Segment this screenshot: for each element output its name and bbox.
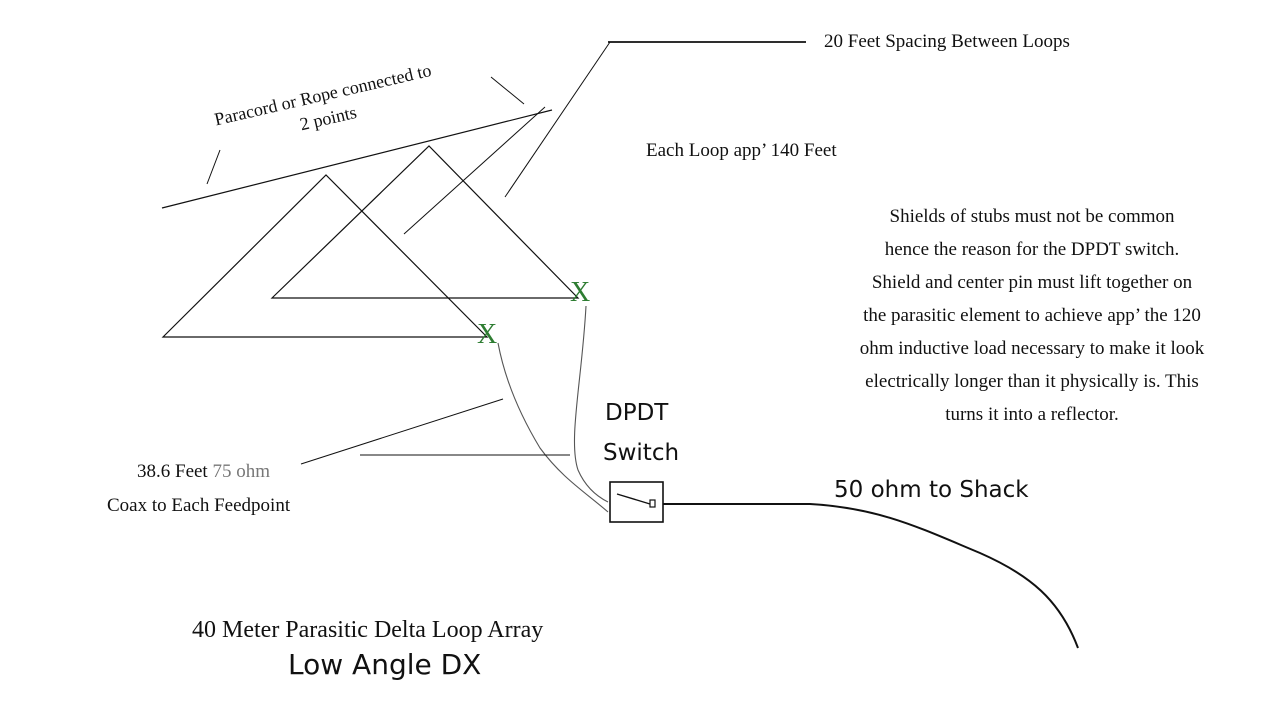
dpdt-label-line2: Switch [603, 440, 680, 466]
dpdt-switch-contact [649, 499, 656, 508]
note-line: electrically longer than it physically i… [865, 371, 1199, 392]
dpdt-switch-box [609, 481, 664, 523]
coax-rear-loop [573, 305, 609, 503]
feedline-to-shack [663, 503, 1079, 649]
feedpoint-mark-rear: X [570, 277, 591, 308]
loop-length-label: Each Loop app’ 140 Feet [646, 140, 837, 161]
paracord-line [161, 109, 553, 209]
note-line: Shields of stubs must not be common [889, 206, 1175, 227]
dpdt-label-line1: DPDT [605, 400, 669, 426]
paracord-tick-right [490, 76, 525, 105]
feedpoint-mark-front: X [477, 319, 498, 350]
spacing-pointer-1 [504, 41, 611, 198]
note-line: hence the reason for the DPDT switch. [884, 239, 1180, 260]
coax-length: 38.6 Feet [137, 461, 208, 482]
coax-label-line2: Coax to Each Feedpoint [107, 495, 291, 516]
note-line: the parasitic element to achieve app’ th… [863, 305, 1201, 326]
note-line: ohm inductive load necessary to make it … [859, 338, 1205, 359]
coax-leader-1 [300, 398, 504, 465]
diagram-subtitle: Low Angle DX [288, 648, 482, 681]
shack-feedline-label: 50 ohm to Shack [834, 477, 1029, 503]
note-line: Shield and center pin must lift together… [871, 272, 1193, 293]
coax-impedance: 75 ohm [212, 461, 270, 482]
delta-loop-front [161, 174, 489, 338]
switch-explanation-note: Shields of stubs must not be common henc… [812, 200, 1252, 431]
spacing-label: 20 Feet Spacing Between Loops [824, 31, 1070, 52]
note-line: turns it into a reflector. [945, 404, 1119, 425]
delta-loop-rear [270, 145, 580, 299]
diagram-title: 40 Meter Parasitic Delta Loop Array [192, 617, 544, 643]
paracord-tick-left [206, 149, 221, 185]
dpdt-switch-lever [616, 493, 651, 505]
coax-front-loop [497, 342, 609, 513]
spacing-pointer-2 [403, 106, 546, 235]
coax-label-line1: 38.6 Feet 75 ohm [137, 461, 270, 483]
